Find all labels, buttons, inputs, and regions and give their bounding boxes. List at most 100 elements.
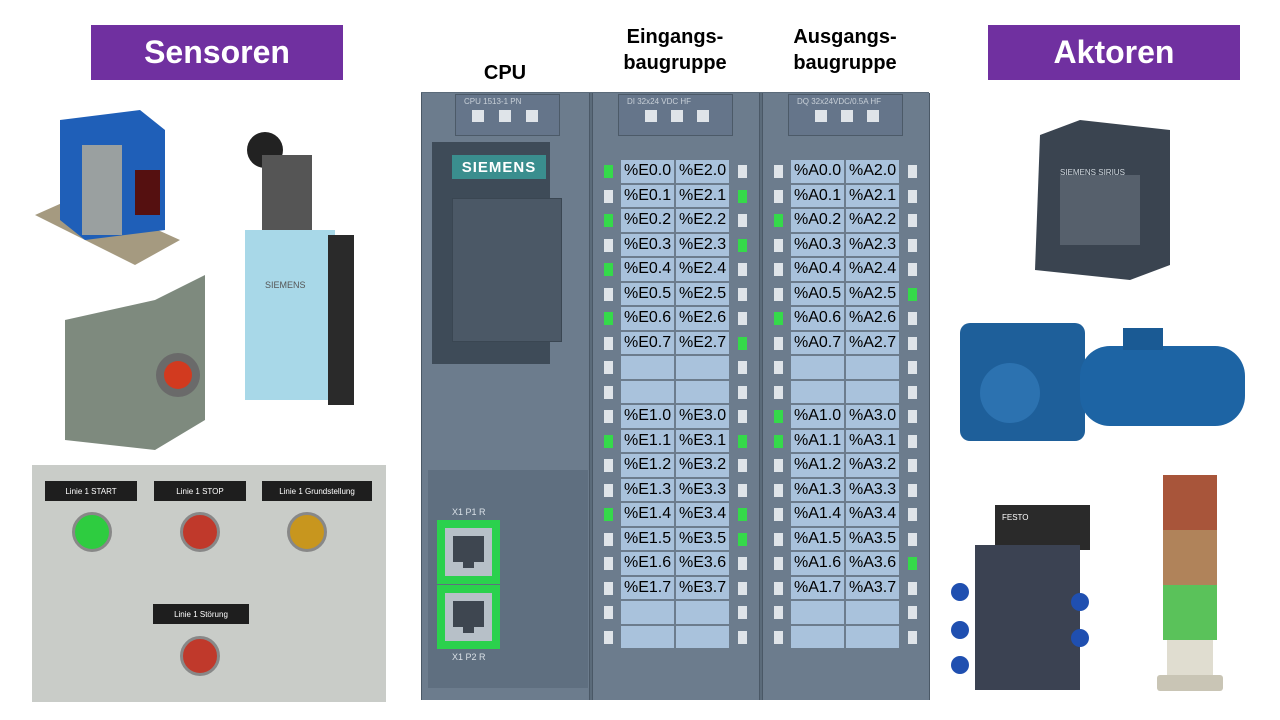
channel-led bbox=[774, 483, 783, 497]
stop-button[interactable] bbox=[180, 512, 220, 552]
address-cell: %A1.2 bbox=[791, 454, 844, 477]
channel-led bbox=[604, 263, 613, 276]
address-cell bbox=[791, 601, 844, 624]
address-cell bbox=[676, 380, 729, 403]
valve-coil bbox=[995, 505, 1090, 550]
address-cell: %E2.4 bbox=[676, 258, 729, 281]
address-cell: %A1.7 bbox=[791, 576, 844, 599]
actuators-title: Aktoren bbox=[988, 25, 1240, 80]
channel-led bbox=[908, 385, 917, 399]
channel-led bbox=[604, 630, 613, 644]
channel-led bbox=[908, 581, 917, 595]
stop-label: Linie 1 STOP bbox=[154, 481, 246, 501]
channel-led bbox=[604, 581, 613, 595]
address-cell: %A0.3 bbox=[791, 233, 844, 256]
valve-port bbox=[951, 656, 969, 674]
channel-led bbox=[604, 385, 613, 399]
signal-tower-image bbox=[1157, 475, 1223, 691]
address-cell bbox=[846, 380, 899, 403]
address-cell: %A3.1 bbox=[846, 429, 899, 452]
channel-led bbox=[738, 459, 747, 472]
channel-led bbox=[604, 557, 613, 570]
channel-led bbox=[774, 361, 783, 374]
contactor-brand: SIEMENS SIRIUS bbox=[1060, 168, 1125, 177]
address-cell: %E3.3 bbox=[676, 478, 729, 501]
inductive-sensor-bracket-image bbox=[65, 275, 205, 450]
address-cell bbox=[846, 625, 899, 648]
channel-led bbox=[774, 385, 783, 399]
channel-led bbox=[774, 606, 783, 619]
tower-orange bbox=[1163, 530, 1217, 585]
channel-led bbox=[908, 508, 917, 521]
channel-led bbox=[774, 630, 783, 644]
address-cell: %E1.2 bbox=[621, 454, 674, 477]
valve-port bbox=[1071, 629, 1089, 647]
limit-switch-image: SIEMENS bbox=[245, 132, 354, 405]
output-module-header: Ausgangs- baugruppe bbox=[793, 26, 897, 74]
channel-led bbox=[774, 165, 783, 178]
channel-led bbox=[908, 165, 917, 178]
channel-led bbox=[604, 410, 613, 423]
address-cell: %E0.3 bbox=[621, 233, 674, 256]
channel-led bbox=[604, 312, 613, 325]
address-cell: %A3.4 bbox=[846, 503, 899, 526]
input-status-led bbox=[645, 110, 657, 122]
address-cell: %A1.0 bbox=[791, 405, 844, 428]
channel-led bbox=[604, 532, 613, 546]
output-top-panel: DQ 32x24VDC/0.5A HF bbox=[788, 94, 903, 136]
ethernet-port-2[interactable] bbox=[437, 585, 500, 649]
channel-led bbox=[738, 263, 747, 276]
channel-led bbox=[738, 508, 747, 521]
channel-led bbox=[774, 557, 783, 570]
address-cell: %E1.7 bbox=[621, 576, 674, 599]
channel-led bbox=[774, 189, 783, 203]
output-model-label: DQ 32x24VDC/0.5A HF bbox=[797, 97, 882, 106]
channel-led bbox=[604, 508, 613, 521]
contactor-image: SIEMENS SIRIUS bbox=[1035, 120, 1170, 280]
cpu-status-led bbox=[472, 110, 484, 122]
start-label: Linie 1 START bbox=[45, 481, 137, 501]
channel-led bbox=[908, 459, 917, 472]
start-button[interactable] bbox=[72, 512, 112, 552]
address-cell: %E2.6 bbox=[676, 307, 729, 330]
limit-switch-lever bbox=[262, 155, 312, 230]
address-cell: %A0.6 bbox=[791, 307, 844, 330]
home-button[interactable] bbox=[287, 512, 327, 552]
fault-label: Linie 1 Störung bbox=[153, 604, 249, 624]
channel-led bbox=[774, 263, 783, 276]
input-module-header: Eingangs- baugruppe bbox=[623, 26, 727, 74]
channel-led bbox=[908, 238, 917, 252]
fault-lamp bbox=[180, 636, 220, 676]
valve-port bbox=[951, 583, 969, 601]
address-cell: %E2.7 bbox=[676, 331, 729, 354]
ethernet-port-1[interactable] bbox=[437, 520, 500, 584]
channel-led bbox=[774, 508, 783, 521]
address-cell bbox=[621, 601, 674, 624]
address-cell: %A0.4 bbox=[791, 258, 844, 281]
home-label: Linie 1 Grundstellung bbox=[262, 481, 372, 501]
input-address-table: %E0.0%E2.0%E0.1%E2.1%E0.2%E2.2%E0.3%E2.3… bbox=[621, 160, 729, 648]
address-cell: %E2.5 bbox=[676, 282, 729, 305]
tower-green bbox=[1163, 585, 1217, 640]
input-model-label: DI 32x24 VDC HF bbox=[627, 97, 692, 106]
input-status-led bbox=[671, 110, 683, 122]
address-cell: %E0.5 bbox=[621, 282, 674, 305]
address-cell: %A1.1 bbox=[791, 429, 844, 452]
address-cell: %A1.3 bbox=[791, 478, 844, 501]
channel-led bbox=[738, 410, 747, 423]
address-cell: %A0.2 bbox=[791, 209, 844, 232]
address-cell: %A2.3 bbox=[846, 233, 899, 256]
channel-led bbox=[738, 214, 747, 227]
address-cell bbox=[791, 625, 844, 648]
tower-foot bbox=[1157, 675, 1223, 691]
tower-base bbox=[1167, 640, 1213, 675]
sensors-title: Sensoren bbox=[91, 25, 343, 80]
address-cell: %A2.1 bbox=[846, 184, 899, 207]
address-cell: %E0.0 bbox=[621, 160, 674, 183]
address-cell bbox=[621, 356, 674, 379]
output-address-table: %A0.0%A2.0%A0.1%A2.1%A0.2%A2.2%A0.3%A2.3… bbox=[791, 160, 899, 648]
address-cell: %A2.0 bbox=[846, 160, 899, 183]
solenoid-valve-image: FESTO bbox=[951, 505, 1090, 690]
channel-led bbox=[604, 214, 613, 227]
light-barrier-sensor-image bbox=[35, 110, 180, 265]
